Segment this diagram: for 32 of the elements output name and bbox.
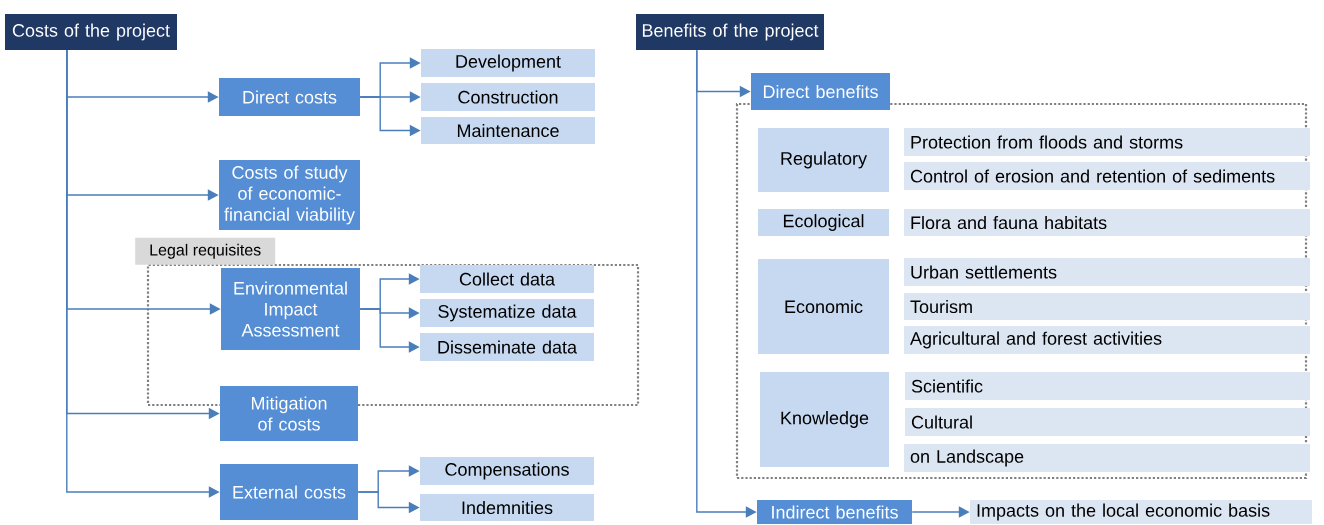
item-box: Urban settlements (904, 258, 1310, 286)
item-box: Tourism (904, 293, 1310, 320)
item-box: Flora and fauna habitats (904, 209, 1310, 236)
subcategory-box: Knowledge (760, 372, 889, 467)
subcategory-box: Regulatory (758, 128, 889, 192)
item-box: on Landscape (904, 444, 1310, 472)
heading-box: Benefits of the project (636, 14, 824, 50)
item-box: Cultural (905, 408, 1310, 436)
node-label: Legal requisites (150, 243, 261, 259)
subcategory-box: Maintenance (421, 117, 595, 144)
category-box: Costs of study of economic-financial viability (219, 160, 360, 230)
item-box: Agricultural and forest activities (904, 326, 1310, 354)
item-box: Control of erosion and retention of sediments (904, 162, 1310, 190)
heading-box: Costs of the project (5, 14, 177, 50)
subcategory-box: Disseminate data (420, 333, 594, 361)
subcategory-box: Construction (421, 83, 595, 111)
subcategory-box: Development (421, 49, 595, 77)
category-box: Environmental Impact Assessment (221, 268, 360, 350)
category-box: Direct benefits (751, 73, 890, 110)
category-box: External costs (220, 464, 358, 520)
category-box: Mitigation of costs (220, 386, 358, 441)
item-box: Scientific (905, 372, 1310, 400)
category-box: Indirect benefits (757, 500, 912, 524)
item-box: Impacts on the local economic basis (970, 500, 1312, 524)
item-box: Protection from floods and storms (904, 128, 1310, 156)
subcategory-box: Indemnities (420, 494, 594, 521)
subcategory-box: Ecological (758, 209, 889, 236)
subcategory-box: Compensations (420, 457, 594, 485)
subcategory-box: Collect data (420, 265, 594, 293)
subcategory-box: Systematize data (420, 299, 594, 327)
category-box: Direct costs (219, 78, 360, 116)
subcategory-box: Economic (758, 259, 889, 354)
